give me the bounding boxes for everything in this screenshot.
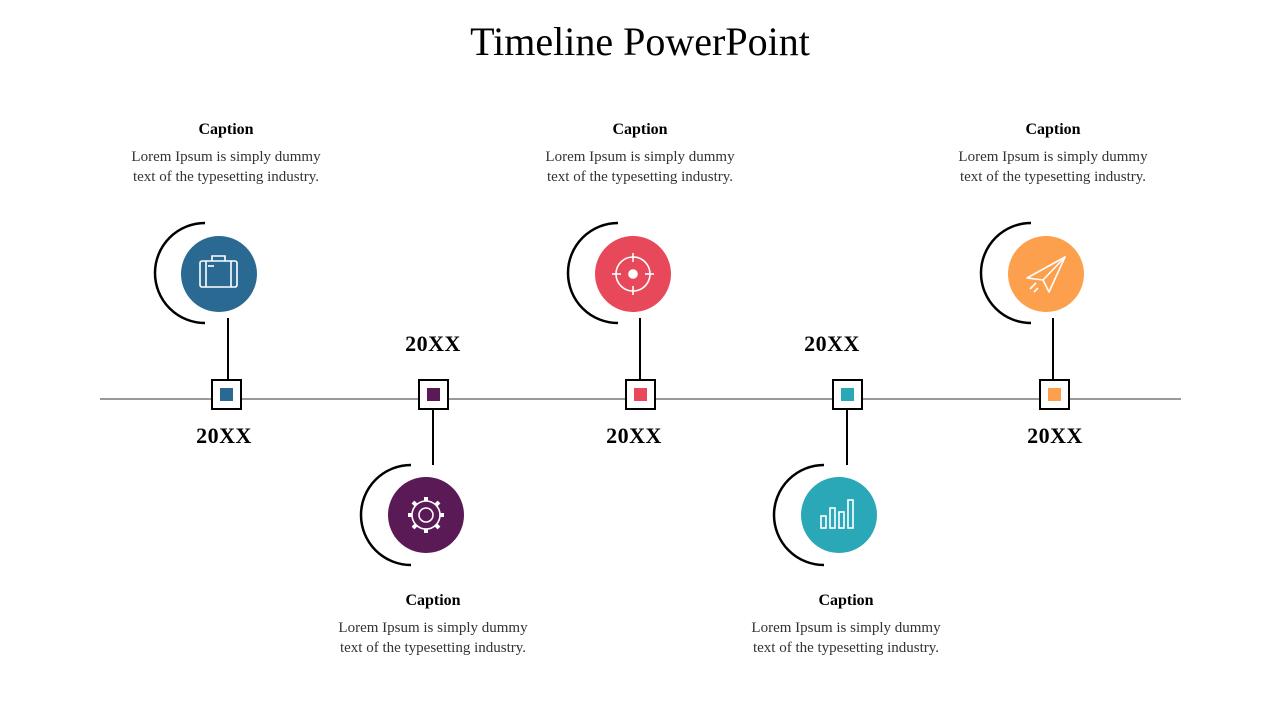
milestone-1-caption-block: Caption Lorem Ipsum is simply dummy text… xyxy=(126,121,326,187)
milestone-2-circle xyxy=(388,477,464,553)
milestone-5-arc xyxy=(979,221,1032,325)
milestone-1-arc xyxy=(153,221,206,325)
milestone-4-year: 20XX xyxy=(804,331,860,356)
milestone-3-text: Lorem Ipsum is simply dummy text of the … xyxy=(545,149,735,185)
milestone-5-caption: Caption xyxy=(1025,121,1081,138)
target-icon xyxy=(612,253,654,295)
milestone-5-year: 20XX xyxy=(1027,423,1083,448)
gear-icon xyxy=(408,497,444,533)
milestone-4-marker-fill xyxy=(841,388,854,401)
milestone-1-caption: Caption xyxy=(198,121,254,138)
milestone-2-marker xyxy=(418,379,449,410)
milestone-4 xyxy=(772,379,877,567)
milestone-2-text: Lorem Ipsum is simply dummy text of the … xyxy=(338,620,528,656)
milestone-2-year: 20XX xyxy=(405,331,461,356)
milestone-2-caption-block: Caption Lorem Ipsum is simply dummy text… xyxy=(333,592,533,658)
briefcase-icon xyxy=(199,255,238,288)
milestone-3 xyxy=(566,221,671,410)
milestone-5-caption-block: Caption Lorem Ipsum is simply dummy text… xyxy=(953,121,1153,187)
milestone-5 xyxy=(979,221,1084,410)
bar-chart-icon xyxy=(820,499,854,529)
milestone-2-caption: Caption xyxy=(405,592,461,609)
milestone-2 xyxy=(359,379,464,567)
milestone-3-caption: Caption xyxy=(612,121,668,138)
milestone-5-marker-fill xyxy=(1048,388,1061,401)
page-title: Timeline PowerPoint xyxy=(470,19,810,64)
milestone-1-year: 20XX xyxy=(196,423,252,448)
milestone-1 xyxy=(153,221,257,410)
milestone-1-marker-fill xyxy=(220,388,233,401)
milestone-2-arc xyxy=(359,463,412,567)
milestone-3-year: 20XX xyxy=(606,423,662,448)
milestone-4-arc xyxy=(772,463,825,567)
milestone-4-caption-block: Caption Lorem Ipsum is simply dummy text… xyxy=(746,592,946,658)
milestone-5-circle xyxy=(1008,236,1084,312)
milestone-4-text: Lorem Ipsum is simply dummy text of the … xyxy=(751,620,941,656)
paper-plane-icon xyxy=(1026,256,1066,293)
milestone-1-text: Lorem Ipsum is simply dummy text of the … xyxy=(131,149,321,185)
milestone-5-text: Lorem Ipsum is simply dummy text of the … xyxy=(958,149,1148,185)
milestone-3-arc xyxy=(566,221,619,325)
milestone-3-caption-block: Caption Lorem Ipsum is simply dummy text… xyxy=(540,121,740,187)
milestone-4-caption: Caption xyxy=(818,592,874,609)
milestone-3-marker-fill xyxy=(634,388,647,401)
milestone-2-marker-fill xyxy=(427,388,440,401)
milestone-1-circle xyxy=(181,236,257,312)
